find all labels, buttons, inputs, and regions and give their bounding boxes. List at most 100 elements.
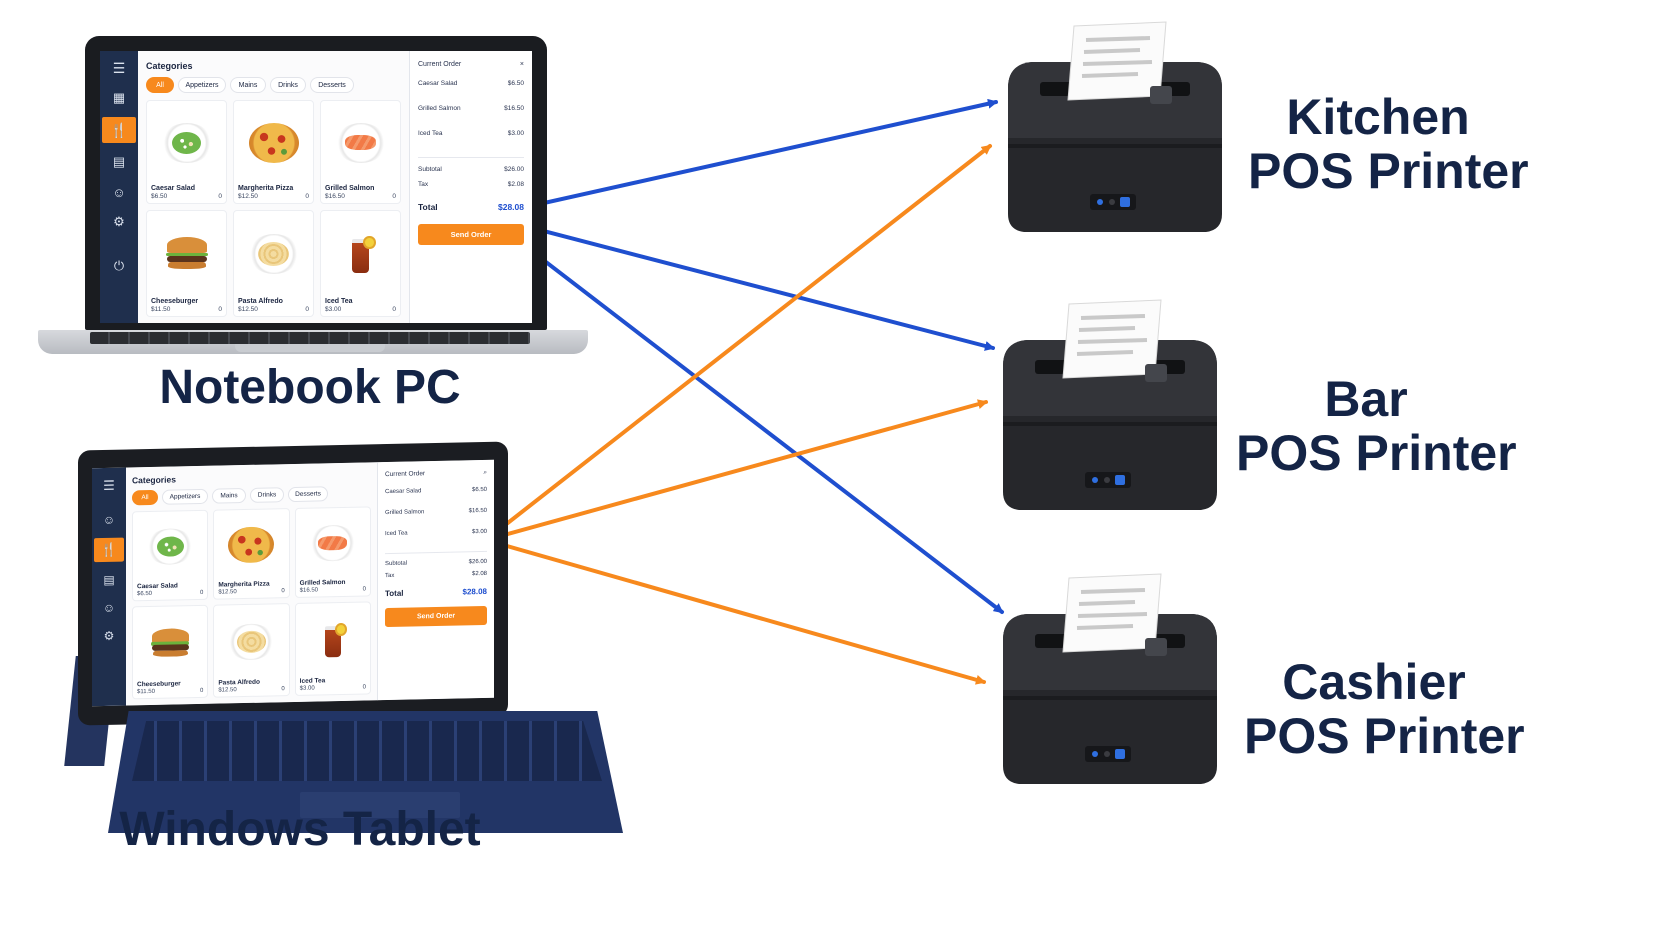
current-order-panel: Current Order × Caesar Salad$6.50 Grilled… bbox=[409, 51, 532, 323]
chip-all[interactable]: All bbox=[146, 77, 174, 93]
pizza-icon bbox=[214, 509, 288, 581]
salad-icon bbox=[147, 101, 226, 185]
kitchen-printer-icon bbox=[990, 18, 1240, 248]
current-order-title: Current Order bbox=[385, 470, 426, 479]
grid-icon[interactable]: ▦ bbox=[112, 90, 126, 105]
tablet-to-bar-arrow bbox=[484, 399, 988, 542]
chip-drinks[interactable]: Drinks bbox=[270, 77, 306, 93]
kitchen-printer-label: Kitchen POS Printer bbox=[1248, 89, 1529, 199]
salmon-icon bbox=[296, 507, 370, 579]
tax-row: Tax$2.08 bbox=[418, 181, 524, 188]
subtotal-row: Subtotal$26.00 bbox=[418, 166, 524, 173]
burger-icon bbox=[133, 605, 207, 681]
windows-tablet-label: Windows Tablet bbox=[119, 803, 481, 856]
receipt-icon[interactable]: ▤ bbox=[112, 154, 126, 169]
category-chips: All Appetizers Mains Drinks Desserts bbox=[132, 485, 371, 506]
settings-icon[interactable]: ⚙ bbox=[103, 628, 115, 643]
notebook-to-cashier-arrow bbox=[484, 214, 1004, 614]
pos-sidebar: ☰ ▦ 🍴 ▤ ☺ ⚙ ⏻ bbox=[100, 51, 138, 323]
salad-icon bbox=[133, 511, 207, 583]
bar-printer-icon bbox=[985, 296, 1235, 526]
pos-sidebar: ☰ ☺ 🍴 ▤ ☺ ⚙ bbox=[92, 467, 126, 707]
category-chips: All Appetizers Mains Drinks Desserts bbox=[146, 77, 401, 93]
pos-menu-area: Categories All Appetizers Mains Drinks D… bbox=[126, 462, 377, 706]
chip-all[interactable]: All bbox=[132, 489, 158, 506]
categories-title: Categories bbox=[146, 61, 193, 71]
total-row: Total$28.08 bbox=[418, 202, 524, 212]
cashier-printer-label: Cashier POS Printer bbox=[1244, 654, 1525, 764]
tablet-to-cashier-arrow bbox=[484, 538, 986, 685]
burger-icon bbox=[147, 211, 226, 299]
total-row: Total$28.08 bbox=[385, 586, 487, 599]
divider bbox=[385, 550, 487, 555]
current-order-title: Current Order bbox=[418, 61, 462, 68]
notebook-to-bar-arrow bbox=[484, 214, 995, 351]
chip-drinks[interactable]: Drinks bbox=[250, 487, 284, 503]
cashier-printer-icon bbox=[985, 570, 1235, 800]
windows-tablet-device: ☰ ☺ 🍴 ▤ ☺ ⚙ Categories All Appetizers Ma… bbox=[64, 441, 630, 846]
notebook-pc-device: ☰ ▦ 🍴 ▤ ☺ ⚙ ⏻ Categories All Appetizers … bbox=[30, 36, 590, 396]
pasta-icon bbox=[234, 211, 313, 299]
order-item[interactable]: Caesar Salad$6.50 bbox=[418, 80, 524, 87]
bar-printer-label: Bar POS Printer bbox=[1236, 371, 1517, 481]
utensils-icon[interactable]: 🍴 bbox=[102, 117, 136, 143]
send-order-button[interactable]: Send Order bbox=[418, 224, 524, 245]
current-order-panel: Current Order ⌕ Caesar Salad$6.50 Grilled… bbox=[377, 459, 494, 701]
order-item[interactable]: Grilled Salmon$16.50 bbox=[385, 507, 487, 517]
order-item[interactable]: Iced Tea$3.00 bbox=[385, 528, 487, 538]
user-group-icon[interactable]: ☺ bbox=[102, 512, 116, 527]
send-order-button[interactable]: Send Order bbox=[385, 605, 487, 628]
search-icon[interactable]: ⌕ bbox=[483, 468, 487, 477]
chip-appetizers[interactable]: Appetizers bbox=[162, 488, 208, 505]
tablet-pos-screen: ☰ ☺ 🍴 ▤ ☺ ⚙ Categories All Appetizers Ma… bbox=[92, 459, 494, 707]
chip-appetizers[interactable]: Appetizers bbox=[178, 77, 226, 93]
notebook-to-kitchen-arrow bbox=[484, 98, 998, 218]
pasta-icon bbox=[214, 604, 288, 680]
order-item[interactable]: Caesar Salad$6.50 bbox=[385, 486, 487, 496]
chip-desserts[interactable]: Desserts bbox=[288, 486, 328, 503]
user-icon[interactable]: ☺ bbox=[112, 184, 126, 200]
tablet-trackpad bbox=[300, 792, 460, 818]
menu-icon[interactable]: ☰ bbox=[103, 477, 115, 493]
chip-desserts[interactable]: Desserts bbox=[310, 77, 354, 93]
order-item[interactable]: Iced Tea$3.00 bbox=[418, 130, 524, 137]
notebook-keyboard bbox=[90, 332, 530, 344]
user-icon[interactable]: ☺ bbox=[102, 600, 116, 615]
notebook-pc-label: Notebook PC bbox=[159, 361, 461, 414]
menu-icon[interactable]: ☰ bbox=[112, 59, 126, 76]
iced-tea-icon bbox=[296, 602, 370, 678]
order-item[interactable]: Grilled Salmon$16.50 bbox=[418, 105, 524, 112]
divider bbox=[418, 157, 524, 158]
pos-menu-area: Categories All Appetizers Mains Drinks D… bbox=[138, 51, 409, 323]
receipt-icon[interactable]: ▤ bbox=[103, 572, 115, 587]
settings-icon[interactable]: ⚙ bbox=[113, 214, 125, 229]
subtotal-row: Subtotal$26.00 bbox=[385, 558, 487, 568]
notebook-trackpad-notch bbox=[235, 344, 385, 352]
categories-title: Categories bbox=[132, 474, 176, 486]
salmon-icon bbox=[321, 101, 400, 185]
notebook-pos-screen: ☰ ▦ 🍴 ▤ ☺ ⚙ ⏻ Categories All Appetizers … bbox=[100, 51, 532, 323]
iced-tea-icon bbox=[321, 211, 400, 299]
close-icon[interactable]: × bbox=[519, 61, 524, 68]
utensils-icon[interactable]: 🍴 bbox=[94, 537, 124, 563]
chip-mains[interactable]: Mains bbox=[230, 77, 266, 93]
chip-mains[interactable]: Mains bbox=[212, 487, 246, 504]
tablet-keys bbox=[132, 721, 602, 781]
logout-icon[interactable]: ⏻ bbox=[113, 258, 125, 273]
tax-row: Tax$2.08 bbox=[385, 570, 487, 580]
